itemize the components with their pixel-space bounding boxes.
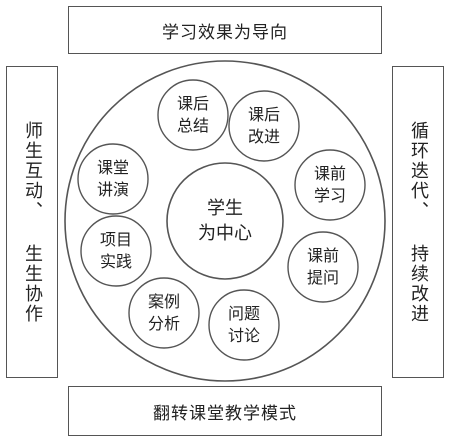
activity-node: 课后 总结 [157, 79, 229, 151]
activity-circle [80, 215, 152, 287]
right-label: 循环迭代、 持续改进 [408, 120, 429, 324]
activity-line-2: 提问 [307, 268, 339, 287]
right-label-line-1: 循环迭代、 [408, 120, 429, 221]
activity-circle [287, 231, 359, 303]
left-box: 师生互动、 生生协作 [6, 66, 58, 378]
activity-line-2: 改进 [248, 127, 280, 146]
activity-circle [77, 143, 149, 215]
activity-line-1: 课后 [177, 94, 209, 113]
right-label-line-2: 持续改进 [408, 243, 429, 324]
activity-line-2: 讲演 [97, 180, 129, 199]
activity-circle [157, 79, 229, 151]
activity-line-2: 讨论 [228, 326, 260, 345]
activity-node: 课前 提问 [287, 231, 359, 303]
activity-node: 课前 学习 [294, 149, 366, 221]
left-label-line-1: 师生互动、 [22, 120, 43, 221]
activity-node: 课后 改进 [228, 90, 300, 162]
activity-line-2: 总结 [177, 116, 209, 135]
activity-circle [228, 90, 300, 162]
top-label: 学习效果为导向 [162, 22, 288, 43]
bottom-label: 翻转课堂教学模式 [153, 403, 297, 424]
activity-line-1: 案例 [148, 292, 180, 311]
center-label-line-2: 为中心 [198, 223, 252, 244]
activity-line-1: 项目 [100, 230, 132, 249]
top-box: 学习效果为导向 [68, 6, 382, 54]
activity-node: 问题 讨论 [208, 289, 280, 361]
activity-circle [128, 277, 200, 349]
right-box: 循环迭代、 持续改进 [392, 66, 444, 378]
activity-node: 项目 实践 [80, 215, 152, 287]
left-label: 师生互动、 生生协作 [22, 120, 43, 324]
activity-line-2: 分析 [148, 314, 180, 333]
activity-line-2: 实践 [100, 252, 132, 271]
bottom-box: 翻转课堂教学模式 [68, 386, 382, 436]
center-circle [166, 162, 284, 280]
center-label-line-1: 学生 [207, 198, 243, 219]
activity-line-1: 课后 [248, 105, 280, 124]
activity-line-1: 课前 [307, 246, 339, 265]
activity-circle [294, 149, 366, 221]
activity-node: 课堂 讲演 [77, 143, 149, 215]
left-label-line-2: 生生协作 [22, 243, 43, 324]
activity-line-1: 课前 [314, 164, 346, 183]
activity-line-2: 学习 [314, 186, 346, 205]
activity-circle [208, 289, 280, 361]
activity-line-1: 问题 [228, 304, 260, 323]
activity-node: 案例 分析 [128, 277, 200, 349]
activity-line-1: 课堂 [97, 158, 129, 177]
